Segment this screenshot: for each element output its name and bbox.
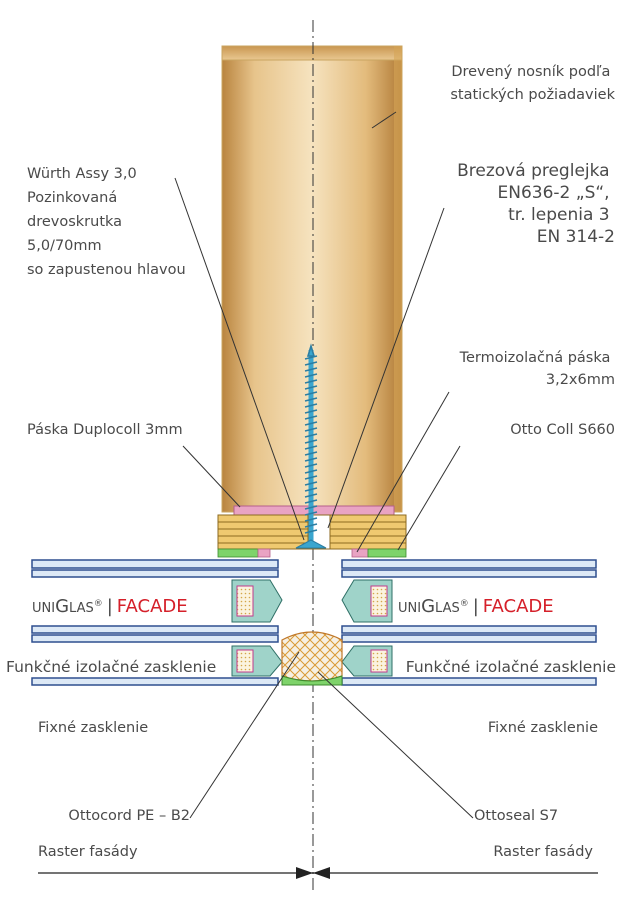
ottocoll-label: Otto Coll S660	[510, 422, 615, 438]
otto-coll-strips	[217, 548, 407, 558]
leader-lines	[174, 111, 474, 819]
uniglas-facade-logo-right: UNIGLAS®|FACADE	[398, 596, 554, 617]
beam-label: Drevený nosník podľa statických požiadav…	[450, 64, 615, 103]
glass-left	[31, 559, 279, 686]
raster-label-left: Raster fasády	[38, 844, 138, 860]
plywood-label: Brezová preglejka EN636-2 „S“, tr. lepen…	[457, 161, 615, 247]
ottocord-label: Ottocord PE – B2	[68, 808, 190, 824]
raster-dimension	[38, 867, 598, 879]
thermo-tape-label: Termoizolačná páska 3,2x6mm	[459, 350, 615, 388]
functional-glazing-label-right: Funkčné izolačné zasklenie	[406, 658, 616, 676]
joint-backer-rod	[281, 631, 343, 686]
glass-right	[341, 559, 597, 686]
raster-label-right: Raster fasády	[493, 844, 593, 860]
uniglas-facade-logo-left: UNIGLAS®|FACADE	[32, 596, 188, 617]
duplocoll-label: Páska Duplocoll 3mm	[27, 422, 183, 438]
screw-label: Würth Assy 3,0 Pozinkovaná drevoskrutka …	[27, 166, 186, 278]
functional-glazing-label-left: Funkčné izolačné zasklenie	[6, 658, 216, 676]
fixed-glazing-label-left: Fixné zasklenie	[38, 720, 148, 736]
screw	[295, 343, 327, 549]
edge-spacers	[231, 579, 393, 677]
ottoseal-label: Ottoseal S7	[474, 808, 558, 824]
fixed-glazing-label-right: Fixné zasklenie	[488, 720, 598, 736]
